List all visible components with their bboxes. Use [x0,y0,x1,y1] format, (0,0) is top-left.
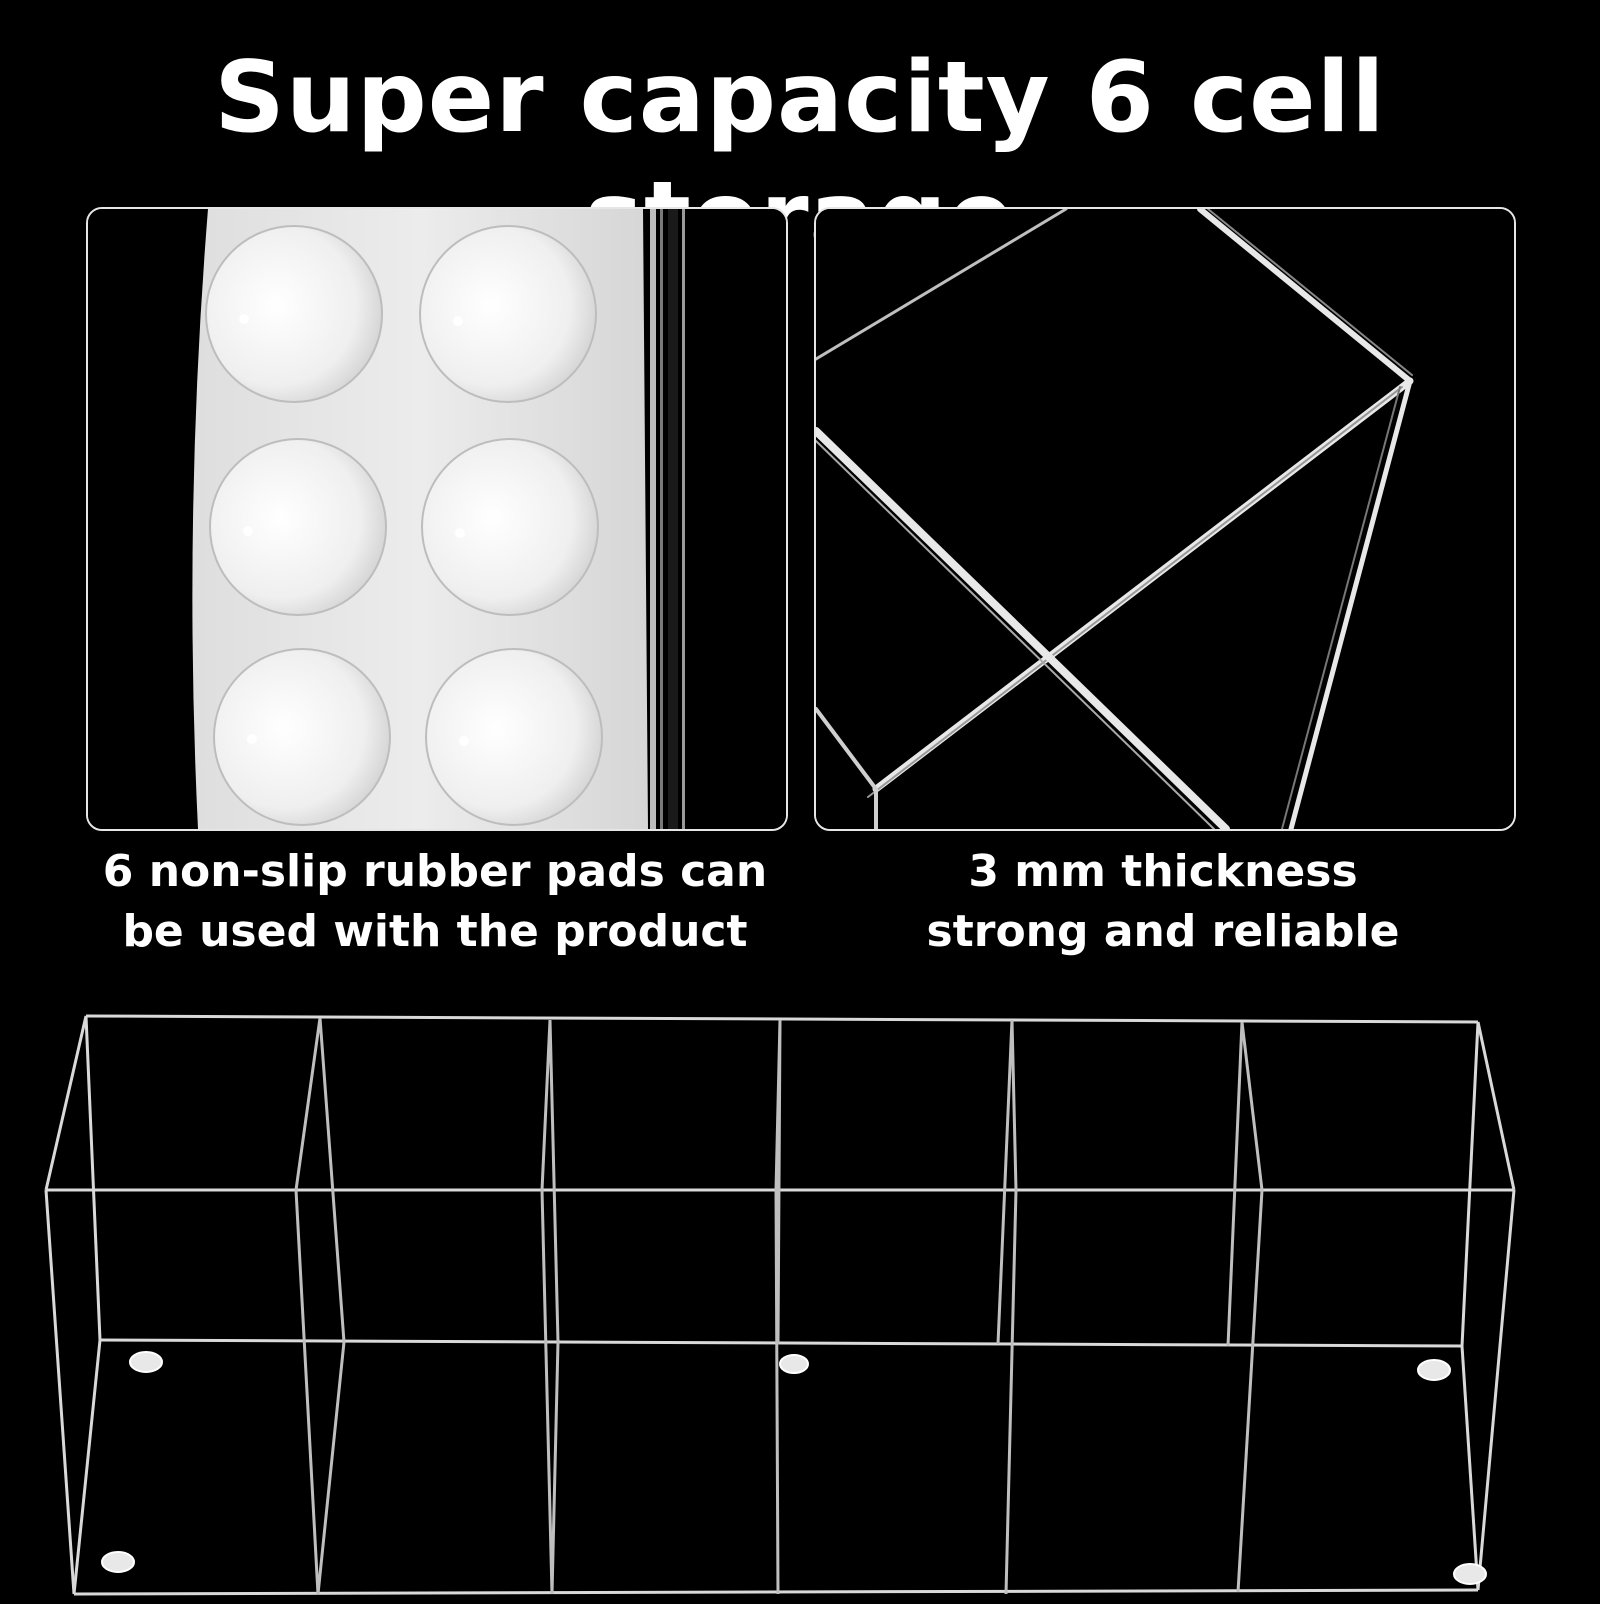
rubber-pad-3 [209,438,387,616]
rubber-pad-2 [419,225,597,403]
thickness-caption: 3 mm thickness strong and reliable [814,842,1512,962]
pads-caption-line-1: 6 non-slip rubber pads can [102,846,768,897]
rubber-pad-4 [421,438,599,616]
six-cell-organizer-illustration [44,1014,1516,1596]
rubber-pads-photo [86,207,788,831]
acrylic-edge [650,209,656,829]
thickness-caption-line-1: 3 mm thickness [968,846,1358,897]
rubber-pad-6 [425,648,603,826]
rubber-pad-grid [205,225,603,826]
acrylic-corner-photo [814,207,1516,831]
thickness-caption-line-2: strong and reliable [926,906,1400,957]
rubber-pad-5 [213,648,391,826]
pads-caption-line-2: be used with the product [122,906,748,957]
rubber-pads-illustration [88,209,786,829]
six-cell-organizer-photo [38,1000,1562,1600]
acrylic-corner-illustration [816,209,1514,829]
pads-caption: 6 non-slip rubber pads can be used with … [86,842,784,962]
rubber-pad-1 [205,225,383,403]
